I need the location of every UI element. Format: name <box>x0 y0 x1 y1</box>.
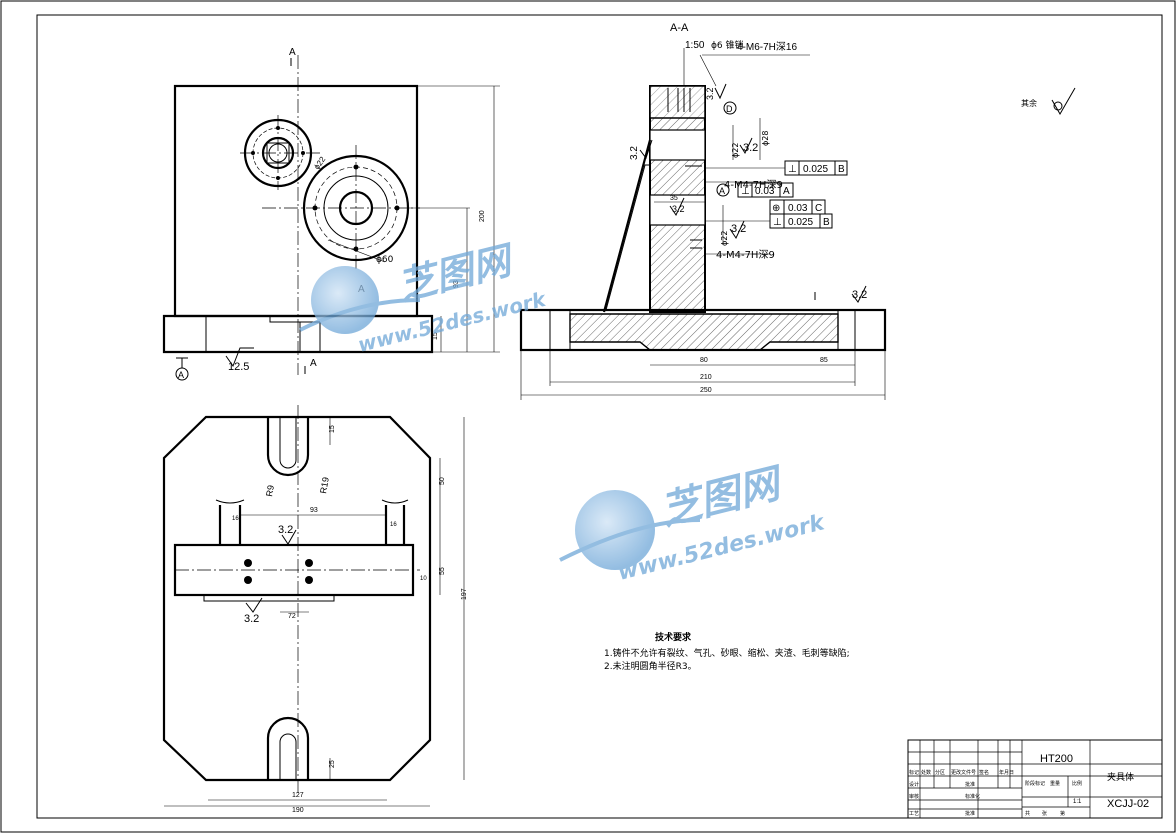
cut-mark-top: A <box>289 47 296 58</box>
svg-text:⊕: ⊕ <box>772 203 780 214</box>
rough-3: 3.2 <box>629 146 640 160</box>
dim-15b: 15 <box>329 425 336 433</box>
svg-text:批准: 批准 <box>965 781 975 788</box>
dim-50: 50 <box>439 477 446 485</box>
tech-requirements: 技术要求 1.铸件不允许有裂纹、气孔、砂眼、缩松、夹渣、毛刺等缺陷; 2.未注明… <box>604 631 850 672</box>
rough-other-label: 其余 <box>1021 98 1037 108</box>
rough-8: 3.2 <box>244 613 259 625</box>
dim-197: 197 <box>461 588 468 600</box>
svg-text:签名: 签名 <box>979 769 989 776</box>
svg-text:B: B <box>823 217 830 228</box>
svg-text:标准化: 标准化 <box>965 793 980 800</box>
svg-text:A: A <box>783 186 790 197</box>
datum-a-front: A <box>178 370 184 380</box>
svg-text:0.025: 0.025 <box>788 217 813 228</box>
dim-dia22-sec2: ϕ22 <box>720 231 729 246</box>
dim-25: 25 <box>329 760 336 768</box>
top-view: 127 190 197 50 55 15 25 93 72 16 16 10 R… <box>162 405 468 814</box>
svg-text:审核: 审核 <box>909 793 919 800</box>
dim-200: 200 <box>479 210 486 222</box>
dim-55: 55 <box>439 567 446 575</box>
tb-scale: 1:1 <box>1073 799 1082 805</box>
dim-16b: 16 <box>390 522 397 528</box>
tolerance-frame-2: ⊥ 0.03 A <box>737 182 794 198</box>
dim-127: 127 <box>292 792 304 799</box>
tolerance-frame-1: ⊥ 0.025 B <box>705 160 848 176</box>
dim-80: 80 <box>700 357 708 364</box>
svg-text:比例: 比例 <box>1072 780 1082 787</box>
label-m4-2: 4-M4-7H深9 <box>716 249 775 261</box>
title-block: HT200 夹具体 XCJJ-02 1:1 标记 处数 分区 更改文件号 签名 … <box>907 739 1163 819</box>
datum-a: A <box>719 186 725 196</box>
dim-top-width: 93 <box>310 507 318 514</box>
dim-250: 250 <box>700 387 712 394</box>
rough-1: 3.2 <box>705 87 715 100</box>
dim-dia22-sec: ϕ22 <box>731 143 740 158</box>
svg-text:工艺: 工艺 <box>909 811 919 817</box>
label-scale: 1:50 <box>685 40 705 51</box>
svg-text:重量: 重量 <box>1050 780 1060 787</box>
dim-85: 85 <box>820 357 828 364</box>
svg-text:批准: 批准 <box>965 810 975 817</box>
drawing-frame <box>36 14 1163 819</box>
svg-text:0.03: 0.03 <box>755 186 775 197</box>
svg-text:0.025: 0.025 <box>803 164 828 175</box>
tolerance-frame-4: ⊥ 0.025 B <box>705 213 833 229</box>
tb-name: 夹具体 <box>1107 771 1134 783</box>
dim-dia60: ϕ60 <box>376 255 394 265</box>
svg-text:C: C <box>815 203 822 214</box>
svg-text:标记: 标记 <box>909 769 919 776</box>
datum-d: D <box>726 104 733 114</box>
dim-93: 93 <box>453 280 460 288</box>
rough-5: 3.2 <box>731 223 746 235</box>
rough-6: 3.2 <box>852 289 867 301</box>
dim-15: 15 <box>432 332 439 340</box>
section-title: A-A <box>670 22 689 34</box>
dim-dia28: ϕ28 <box>761 131 770 146</box>
svg-text:0.03: 0.03 <box>788 203 808 214</box>
svg-text:更改文件号: 更改文件号 <box>951 769 976 776</box>
section-view: A-A 1:50 ϕ6 锥销 4-M6-7H深16 4-M4-7H深9 4-M4… <box>519 22 1076 400</box>
dim-10: 10 <box>420 576 427 582</box>
svg-text:设计: 设计 <box>909 781 919 788</box>
rough-7: 3.2 <box>278 524 293 536</box>
rough-4: 3.2 <box>672 204 685 214</box>
svg-text:处数: 处数 <box>921 769 931 776</box>
dim-35: 35 <box>670 195 678 202</box>
tech-line-1: 1.铸件不允许有裂纹、气孔、砂眼、缩松、夹渣、毛刺等缺陷; <box>604 647 850 659</box>
cut-mark-bottom: A <box>310 358 317 369</box>
dim-72: 72 <box>288 613 296 620</box>
tb-code: XCJJ-02 <box>1107 798 1149 810</box>
dim-r19: R19 <box>318 476 331 494</box>
label-m6: 4-M6-7H深16 <box>737 41 797 53</box>
roughness-12-5: 12.5 <box>228 361 249 373</box>
svg-text:⊥: ⊥ <box>741 186 750 197</box>
svg-text:⊥: ⊥ <box>788 164 797 175</box>
dim-210: 210 <box>700 374 712 381</box>
tech-line-2: 2.未注明圆角半径R3。 <box>604 660 697 672</box>
svg-text:年月日: 年月日 <box>999 769 1014 776</box>
svg-text:张: 张 <box>1042 810 1047 817</box>
svg-text:阶段标记: 阶段标记 <box>1025 780 1045 787</box>
svg-text:⊥: ⊥ <box>773 217 782 228</box>
svg-text:第: 第 <box>1060 810 1065 817</box>
rough-2: 3.2 <box>743 142 758 154</box>
tb-material: HT200 <box>1040 753 1073 765</box>
dim-r9: R9 <box>264 484 276 497</box>
dim-190: 190 <box>292 807 304 814</box>
svg-text:分区: 分区 <box>935 769 945 776</box>
dim-16a: 16 <box>232 516 239 522</box>
label-pin: ϕ6 锥销 <box>711 39 744 51</box>
svg-text:共: 共 <box>1025 810 1030 817</box>
tech-title: 技术要求 <box>655 631 692 643</box>
tolerance-frame-3: ⊕ 0.03 C <box>769 199 826 215</box>
svg-text:B: B <box>838 164 845 175</box>
